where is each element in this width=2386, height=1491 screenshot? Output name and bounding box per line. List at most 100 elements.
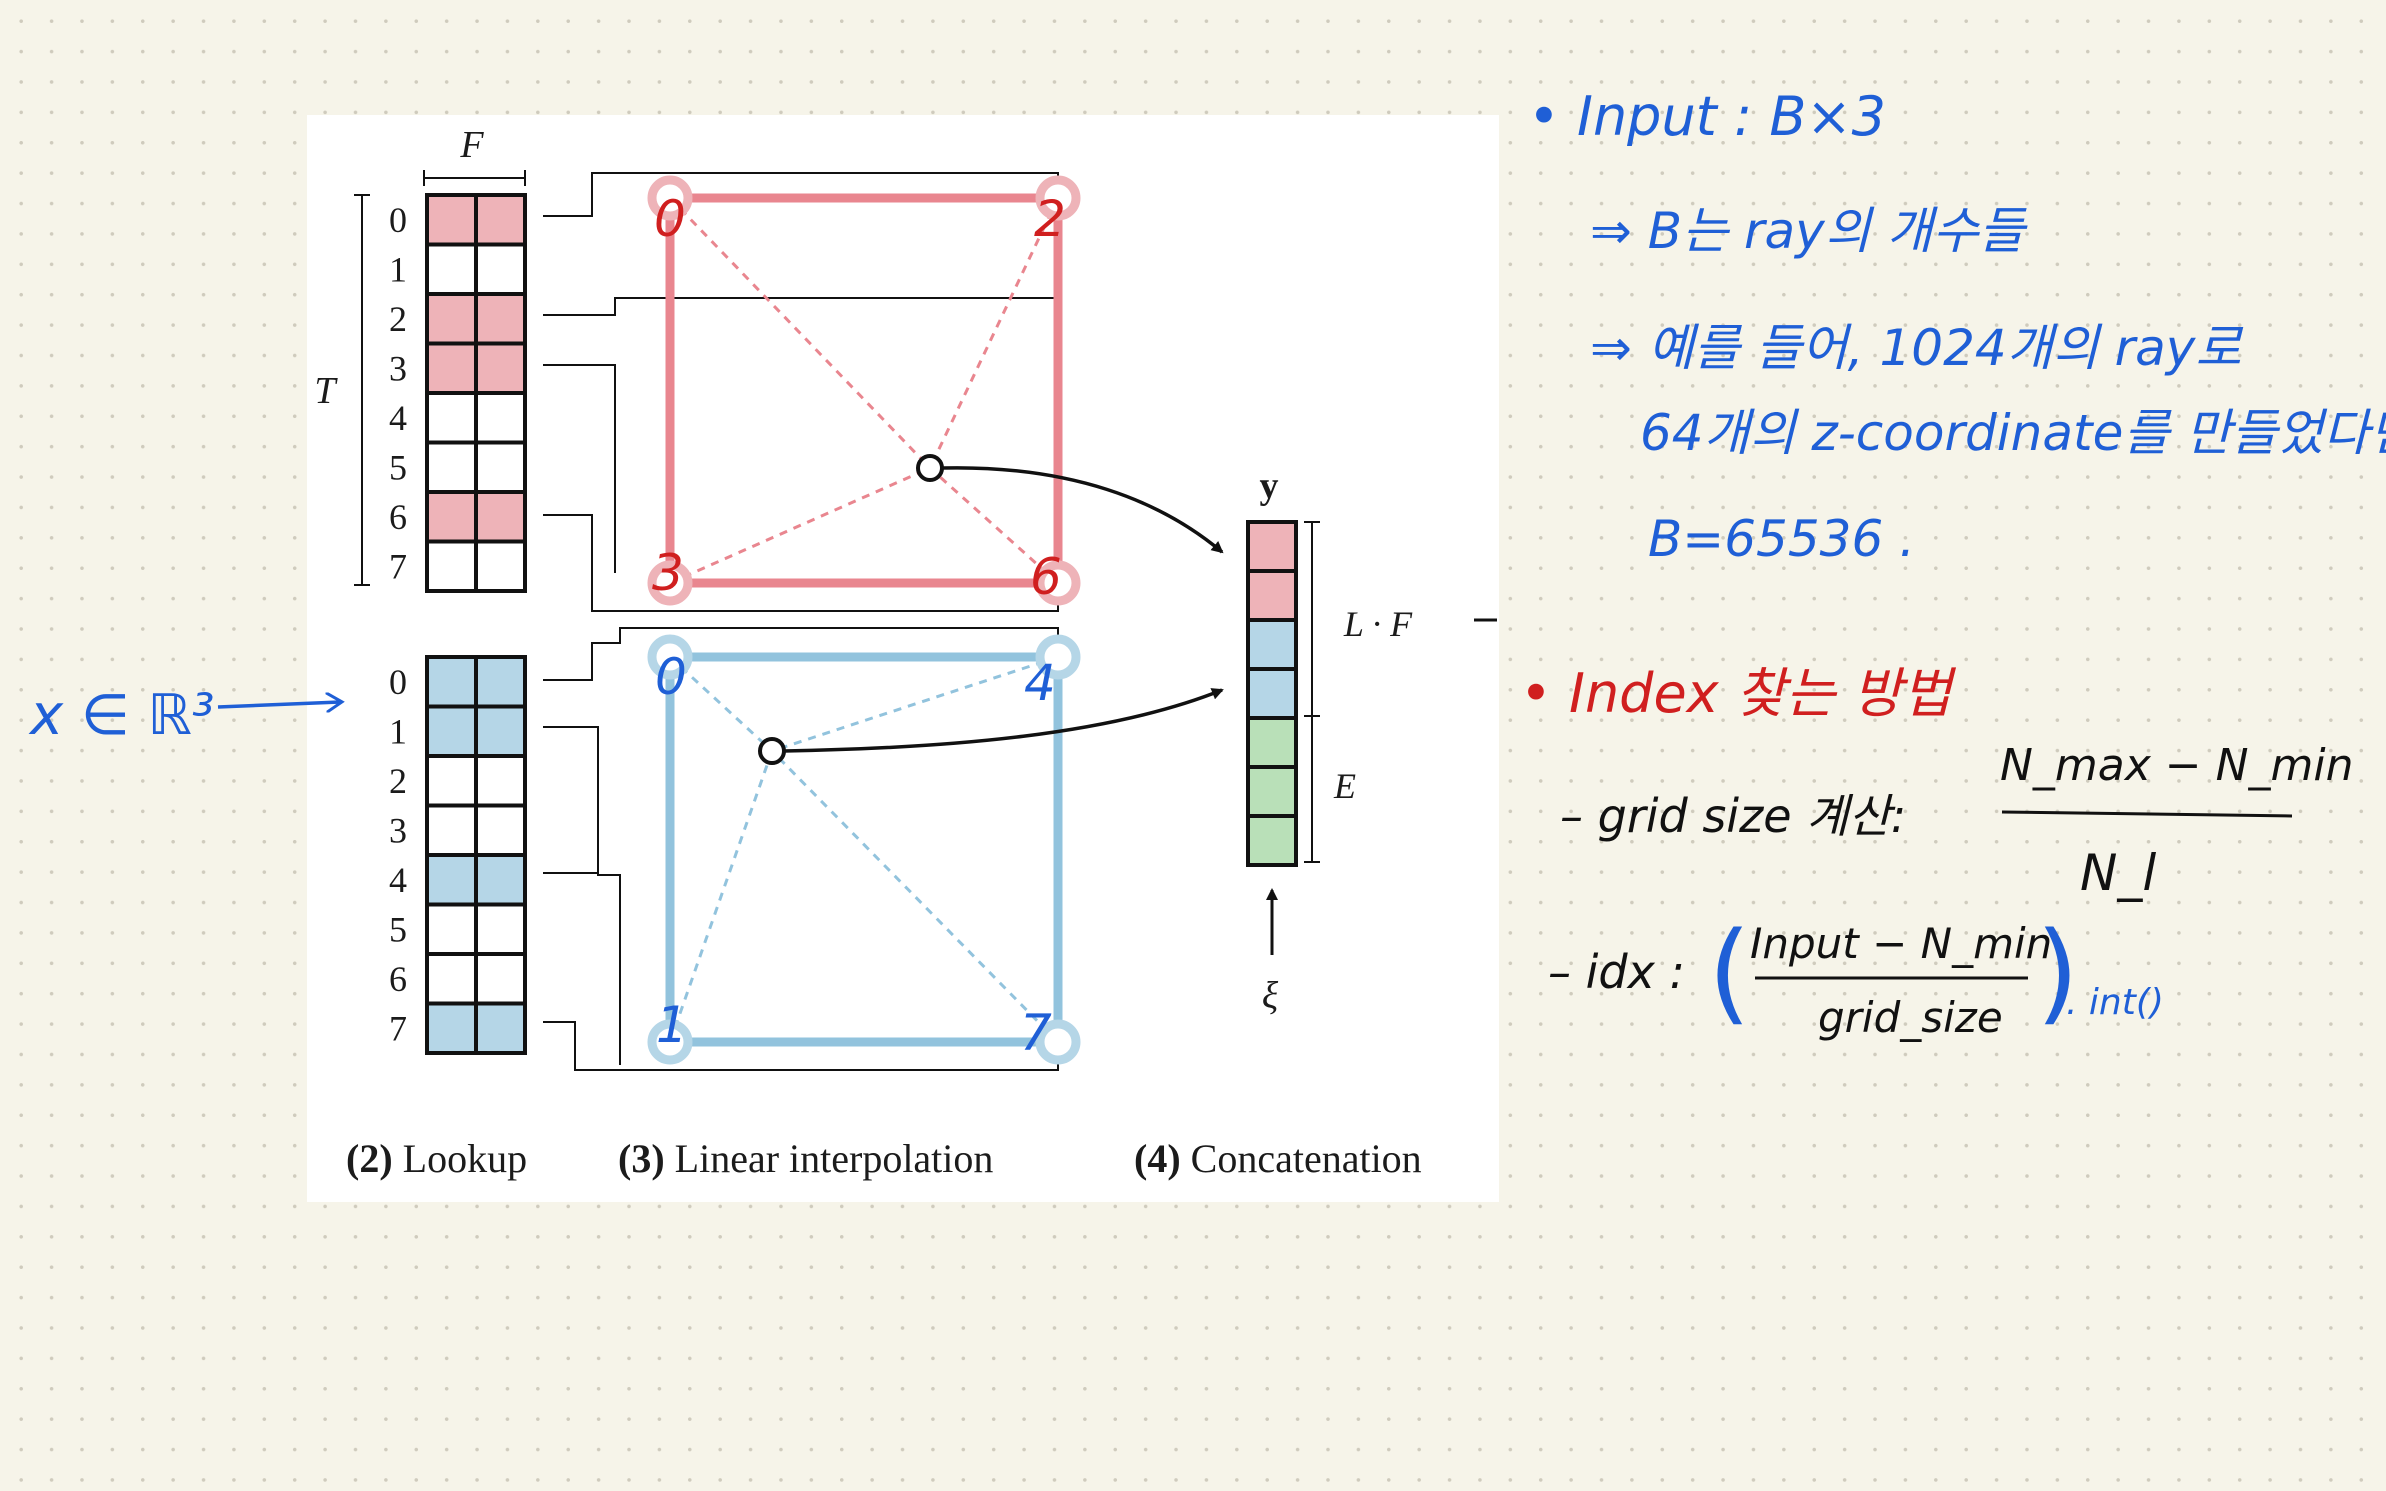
figure-captions: (2) Lookup (3) Linear interpolation (4) … — [346, 1136, 1422, 1181]
bottom-table-cell — [425, 803, 478, 857]
note-line: B=65536 . — [1648, 510, 1915, 568]
corner-vertex — [647, 560, 693, 606]
output-label: y — [1260, 465, 1279, 507]
corner-vertex — [1035, 175, 1081, 221]
output-vector: y L · F E ξ — [1246, 465, 1413, 1017]
top-table-cell — [474, 391, 527, 445]
bottom-table-cell — [474, 853, 527, 907]
bottom-table-cell — [474, 952, 527, 1006]
bottom-table-cell — [425, 655, 478, 709]
input-annotation: x ∈ ℝ³ — [28, 683, 340, 748]
bottom-interpolation-square — [647, 634, 1081, 1065]
note-line: • Input : B×3 — [1528, 85, 1886, 148]
bottom-table-cell — [474, 754, 527, 808]
corner-annotation: 4 — [1024, 654, 1056, 712]
caption-lookup: (2) Lookup — [346, 1136, 527, 1181]
top-interpolation-square — [647, 175, 1081, 606]
top-table-index-label: 0 — [389, 200, 407, 240]
bottom-table-cell — [474, 1001, 527, 1055]
top-table-cell — [425, 292, 478, 346]
corner-annotation: 2 — [1034, 190, 1066, 248]
paren-right: ) — [2036, 908, 2079, 1036]
bottom-table-cell — [425, 754, 478, 808]
output-cell — [1246, 765, 1298, 818]
note-line: • Index 찾는 방법 — [1520, 662, 1957, 725]
bottom-table-cell — [474, 704, 527, 758]
top-table-index-label: 6 — [389, 497, 407, 537]
note-line: ⇒ 예를 들어, 1024개의 ray로 — [1590, 319, 2243, 377]
output-cell — [1246, 667, 1298, 720]
bottom-output-arrow — [783, 688, 1224, 753]
caption-interpolation: (3) Linear interpolation — [618, 1136, 993, 1181]
top-table-cell — [474, 242, 527, 296]
top-lookup-table: 0 1 2 3 4 5 6 7 — [389, 193, 527, 593]
bottom-table-cell — [425, 902, 478, 956]
output-cell — [1246, 814, 1298, 867]
top-output-arrow — [941, 466, 1224, 554]
top-table-cell — [474, 440, 527, 494]
width-label: F — [459, 124, 484, 166]
bottom-table-cell — [474, 655, 527, 709]
idx-formula: – idx : ( Input − N_min grid_size ) . in… — [1548, 908, 2164, 1042]
corner-vertex — [647, 1019, 693, 1065]
top-table-index-label: 2 — [389, 299, 407, 339]
aux-input-label: ξ — [1262, 975, 1279, 1017]
segment-label-e: E — [1333, 766, 1356, 806]
top-table-index-label: 5 — [389, 448, 407, 488]
corner-vertex — [1035, 634, 1081, 680]
sample-point — [916, 454, 944, 482]
corner-vertex — [647, 175, 693, 221]
bottom-table-index-label: 7 — [389, 1009, 407, 1049]
top-table-index-label: 1 — [389, 250, 407, 290]
idx-suffix: . int() — [2066, 982, 2164, 1023]
note-line: ⇒ B는 ray의 개수들 — [1590, 202, 2029, 260]
top-corner-annotations: 0 2 3 6 — [652, 190, 1066, 606]
bottom-table-index-label: 1 — [389, 712, 407, 752]
top-table-cell — [474, 292, 527, 346]
grid-size-prefix: – grid size 계산: — [1560, 789, 1906, 843]
top-table-cell — [474, 193, 527, 247]
corner-vertex — [647, 634, 693, 680]
grid-size-formula: – grid size 계산: N_max − N_min N_l — [1560, 740, 2354, 902]
output-cell — [1246, 716, 1298, 769]
bottom-table-cell — [425, 952, 478, 1006]
top-table-cell — [425, 193, 478, 247]
top-table-index-label: 3 — [389, 349, 407, 389]
bottom-table-index-label: 0 — [389, 662, 407, 702]
top-table-index-label: 7 — [389, 547, 407, 587]
top-table-index-label: 4 — [389, 398, 407, 438]
top-table-cell — [474, 490, 527, 544]
top-table-cell — [425, 539, 478, 593]
top-table-cell — [425, 440, 478, 494]
paren-left: ( — [1708, 908, 1751, 1036]
bottom-table-cell — [425, 1001, 478, 1055]
bottom-corner-annotations: 0 4 1 7 — [655, 648, 1056, 1062]
bottom-table-index-label: 5 — [389, 910, 407, 950]
bottom-table-index-label: 4 — [389, 860, 407, 900]
corner-vertex — [1035, 560, 1081, 606]
corner-annotation: 1 — [656, 996, 688, 1054]
top-table-cell — [425, 242, 478, 296]
bottom-table-index-label: 6 — [389, 959, 407, 999]
height-label: T — [314, 370, 338, 412]
sample-point — [758, 737, 786, 765]
grid-denominator: N_l — [2080, 844, 2156, 902]
fraction-bar — [2001, 810, 2293, 818]
caption-concatenation: (4) Concatenation — [1134, 1136, 1422, 1181]
corner-annotation: 0 — [654, 190, 686, 248]
output-cell — [1246, 618, 1298, 671]
corner-annotation: 3 — [652, 544, 684, 602]
bottom-table-cell — [425, 704, 478, 758]
top-table-cell — [425, 490, 478, 544]
idx-prefix: – idx : — [1548, 945, 1685, 999]
bottom-table-cell — [425, 853, 478, 907]
top-table-cell — [425, 391, 478, 445]
bottom-table-index-label: 3 — [389, 811, 407, 851]
idx-numerator: Input − N_min — [1750, 919, 2052, 968]
output-cell — [1246, 569, 1298, 622]
output-cell — [1246, 520, 1298, 573]
bottom-table-cell — [474, 803, 527, 857]
top-table-cell — [425, 341, 478, 395]
width-bracket: F — [423, 124, 526, 186]
